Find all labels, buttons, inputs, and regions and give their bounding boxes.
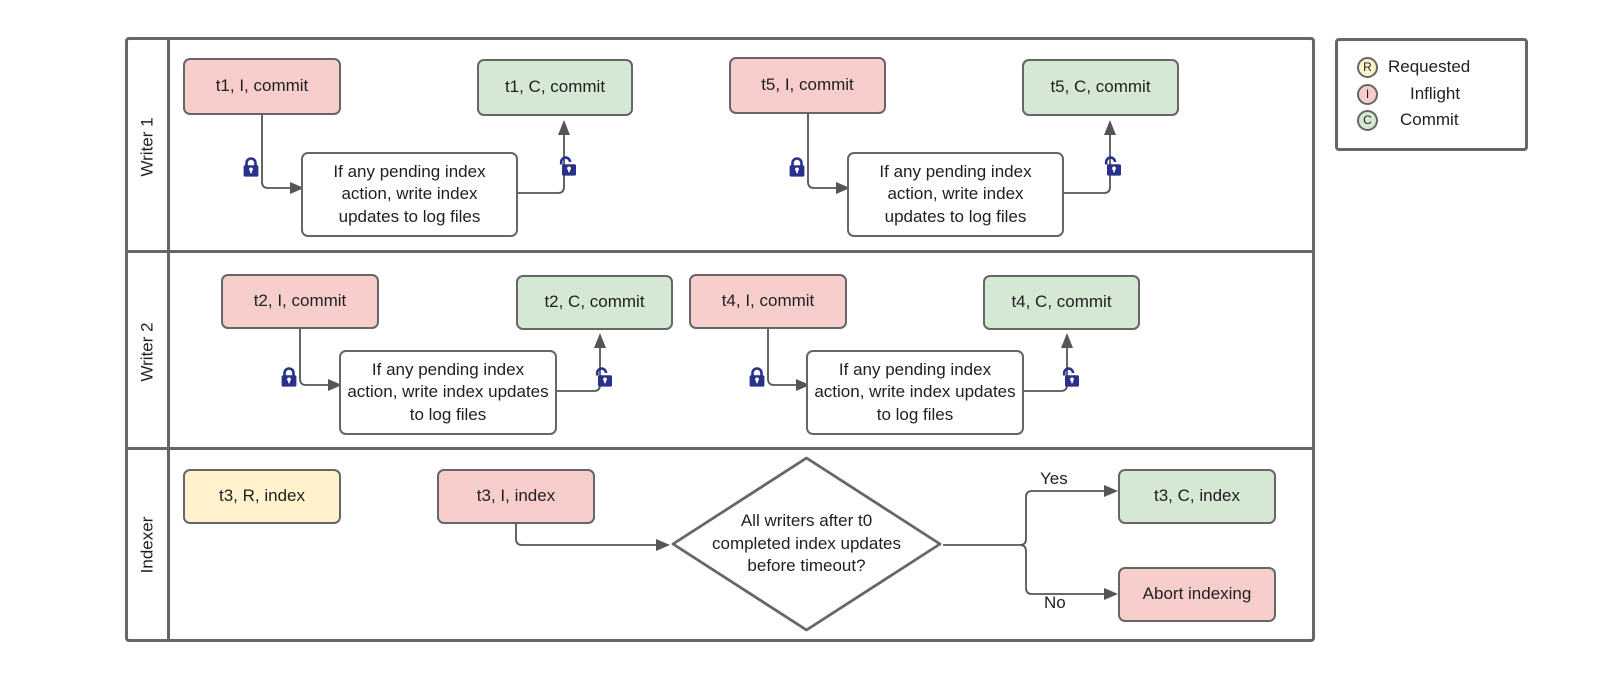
legend-badge-commit: C [1357, 109, 1378, 131]
node-w1-t1-commit[interactable]: t1, C, commit [477, 59, 633, 116]
node-w1-t1-inflight[interactable]: t1, I, commit [183, 58, 341, 115]
lane-label-writer-1: Writer 1 [137, 116, 157, 177]
lane-divider-2 [128, 447, 1312, 450]
legend-badge-inflight: I [1357, 83, 1378, 105]
legend-label-inflight: Inflight [1410, 84, 1461, 103]
legend-label-requested: Requested [1388, 57, 1471, 76]
lane-header-indexer: Indexer [128, 450, 170, 639]
lane-label-writer-2: Writer 2 [137, 321, 157, 382]
lane-label-indexer: Indexer [137, 516, 157, 573]
edge-label-no: No [1044, 593, 1066, 612]
lock-closed-icon [240, 156, 262, 178]
node-w2-t2-inflight[interactable]: t2, I, commit [221, 274, 379, 329]
node-indexer-abort[interactable]: Abort indexing [1118, 567, 1276, 622]
legend-item-requested: R Requested [1338, 54, 1525, 80]
node-w1-t5-process[interactable]: If any pending index action, write index… [847, 152, 1064, 237]
node-w2-t4-inflight[interactable]: t4, I, commit [689, 274, 847, 329]
node-indexer-decision[interactable]: All writers after t0 completed index upd… [670, 455, 943, 633]
lock-open-icon [1059, 366, 1081, 388]
node-w2-t4-process[interactable]: If any pending index action, write index… [806, 350, 1024, 435]
node-indexer-commit[interactable]: t3, C, index [1118, 469, 1276, 524]
node-w2-t4-commit[interactable]: t4, C, commit [983, 275, 1140, 330]
lock-open-icon [1101, 155, 1123, 177]
lock-closed-icon [746, 366, 768, 388]
node-w2-t2-commit[interactable]: t2, C, commit [516, 275, 673, 330]
legend-badge-requested: R [1357, 56, 1378, 78]
lock-open-icon [556, 155, 578, 177]
node-indexer-inflight[interactable]: t3, I, index [437, 469, 595, 524]
node-w2-t2-process[interactable]: If any pending index action, write index… [339, 350, 557, 435]
lock-open-icon [592, 366, 614, 388]
lock-closed-icon [786, 156, 808, 178]
lock-closed-icon [278, 366, 300, 388]
legend-item-commit: C Commit [1338, 107, 1525, 133]
lane-header-writer-1: Writer 1 [128, 40, 170, 253]
legend-item-inflight: I Inflight [1338, 81, 1525, 107]
node-w1-t1-process[interactable]: If any pending index action, write index… [301, 152, 518, 237]
node-w1-t5-commit[interactable]: t5, C, commit [1022, 59, 1179, 116]
edge-label-yes: Yes [1040, 469, 1068, 488]
legend-panel: R Requested I Inflight C Commit [1335, 38, 1528, 151]
node-indexer-requested[interactable]: t3, R, index [183, 469, 341, 524]
decision-label: All writers after t0 completed index upd… [711, 511, 902, 576]
node-w1-t5-inflight[interactable]: t5, I, commit [729, 57, 886, 114]
lane-header-writer-2: Writer 2 [128, 253, 170, 450]
legend-label-commit: Commit [1400, 110, 1459, 129]
lane-divider-1 [128, 250, 1312, 253]
